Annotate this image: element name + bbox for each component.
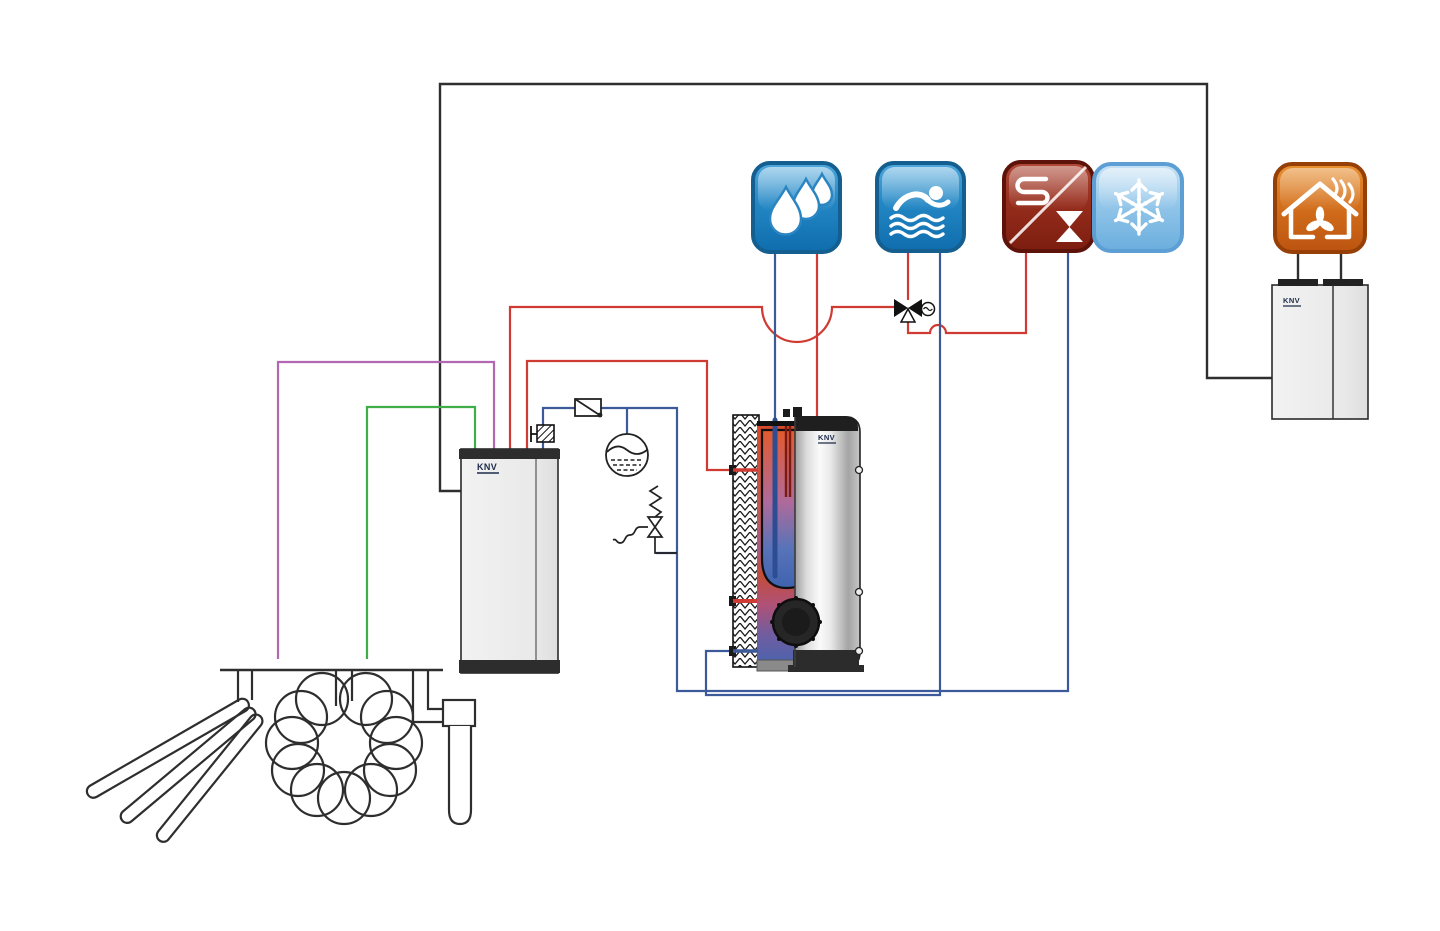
dhw-icon (751, 161, 842, 254)
trench-feed-pipes (236, 671, 254, 702)
snowflake-icon (1110, 178, 1168, 236)
tank-logo: KNV (818, 433, 835, 442)
tank-inlet-tick (729, 465, 736, 475)
pump-circuit-return (541, 252, 1070, 693)
ventilation-unit: KNV (1271, 279, 1369, 420)
vent-unit-cap-left (1278, 279, 1318, 286)
heat-pump-unit: KNV (459, 448, 560, 674)
supply-line-to-tank (525, 359, 734, 472)
safety-valve-body (646, 516, 664, 538)
water-drops-icon (768, 171, 834, 236)
tank-outlet-tick (729, 646, 736, 656)
valve-hourglass-icon (1056, 211, 1083, 242)
tank-insulation (732, 414, 760, 668)
tank-nipple-3 (854, 646, 864, 656)
heating-icon-divider (1008, 165, 1088, 245)
heat-pump-base (459, 660, 560, 673)
buffer-tank: KNV (729, 407, 864, 672)
tank-stub-tick (729, 596, 736, 606)
heat-pump-logo: KNV (477, 462, 497, 472)
dirt-filter (574, 398, 603, 418)
house-fan-icon (1281, 177, 1359, 240)
tank-cutaway-top-edge (757, 421, 795, 426)
tank-top-fitting-2 (793, 407, 802, 417)
heat-pump-top-panel (459, 449, 560, 459)
ground-collectors (85, 668, 477, 843)
pool-icon (875, 161, 966, 253)
tank-top-fitting-1 (783, 409, 790, 417)
supply-line-to-valve (508, 305, 894, 449)
tank-plinth (788, 665, 864, 672)
tank-flange (770, 596, 822, 648)
mixing-valve (894, 299, 936, 323)
circulation-pump (530, 424, 555, 443)
safety-valve-outlet (654, 537, 677, 554)
trench-collector (85, 697, 264, 843)
tank-top-cap (795, 416, 858, 431)
brine-line-purple (276, 360, 496, 659)
vent-unit-cap-right (1323, 279, 1363, 286)
borehole-tube (447, 726, 473, 826)
cooling-icon (1092, 162, 1184, 253)
spiral-feed-pipes (334, 671, 354, 706)
safety-valve-group (612, 485, 677, 554)
safety-valve-spring (648, 485, 663, 518)
tank-nipple-1 (854, 465, 864, 475)
borehole-feed-pipes (411, 671, 443, 724)
brine-line-green (365, 405, 477, 659)
tank-base (793, 650, 859, 667)
heating-icon (1002, 160, 1095, 253)
tank-nipple-2 (854, 587, 864, 597)
ventilation-duct-line (438, 82, 1272, 493)
tank-sensor-tubes (784, 424, 792, 497)
expansion-vessel (605, 433, 649, 477)
safety-valve-drain (612, 526, 648, 544)
ventilation-icon (1273, 162, 1367, 254)
borehole-cap (441, 698, 477, 728)
borehole-probe (411, 671, 477, 826)
radiator-coil-icon (1015, 176, 1050, 206)
ventilation-unit-logo: KNV (1283, 296, 1300, 305)
spiral-basket-collector (264, 671, 424, 826)
heating-supply-line (906, 252, 1028, 335)
swimmer-icon (889, 186, 951, 239)
tank-pool-return (704, 252, 942, 697)
